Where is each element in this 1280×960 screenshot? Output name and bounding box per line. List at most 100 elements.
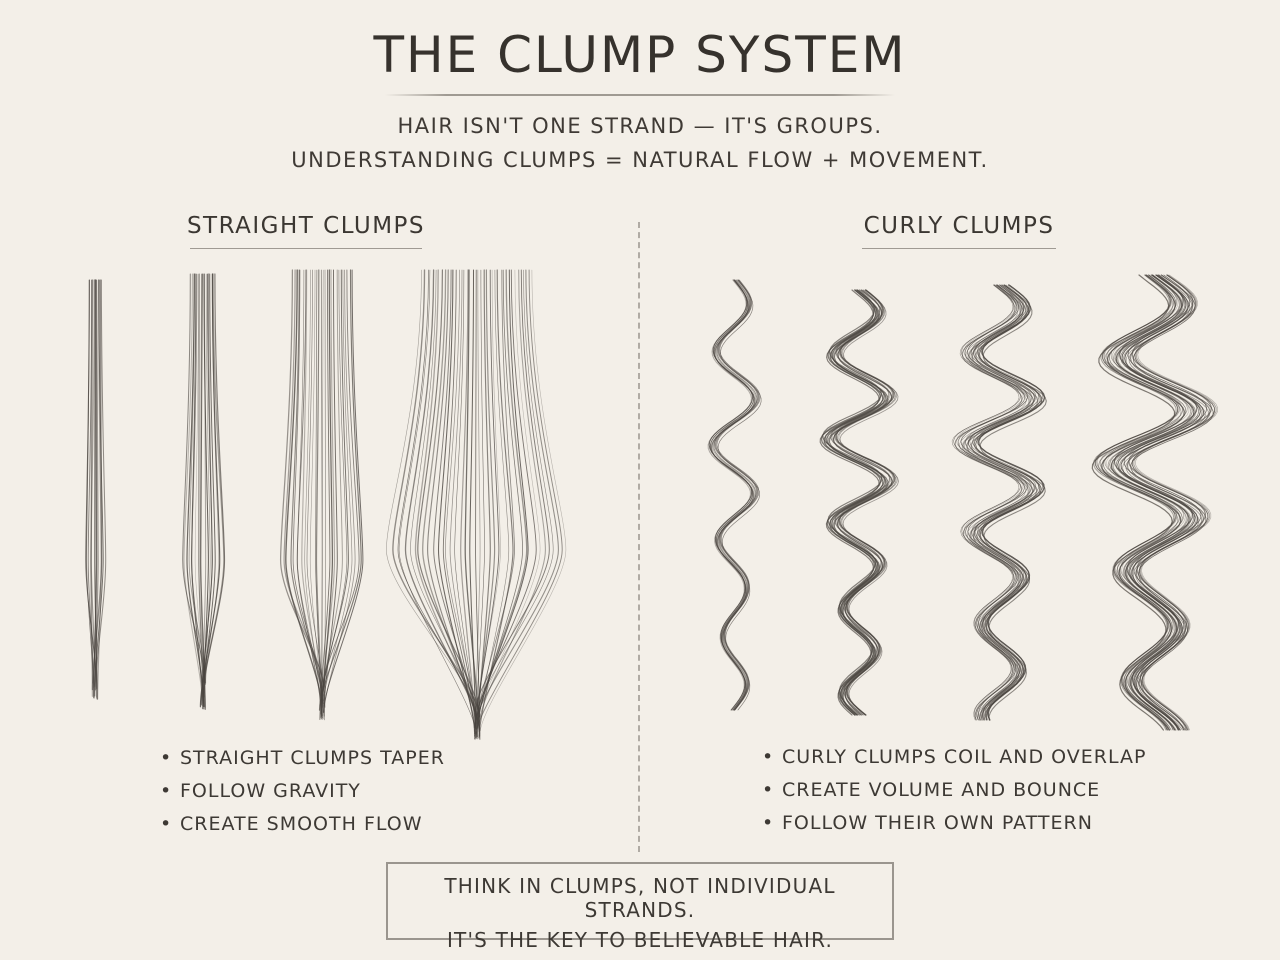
hair-strand xyxy=(437,269,476,735)
hair-strand xyxy=(717,279,762,711)
bullet-icon: • xyxy=(160,747,173,769)
hair-strand xyxy=(1133,274,1217,731)
hair-strand xyxy=(1130,274,1214,731)
curly-clump-2 xyxy=(819,289,899,716)
hair-strand xyxy=(321,269,343,706)
list-item: •FOLLOW THEIR OWN PATTERN xyxy=(762,807,1146,840)
hair-strand xyxy=(322,269,356,720)
tip-box: THINK IN CLUMPS, NOT INDIVIDUAL STRANDS.… xyxy=(386,862,894,952)
hair-strand xyxy=(309,269,323,720)
hair-strand xyxy=(464,269,481,737)
hair-strand xyxy=(392,269,481,718)
hair-strand xyxy=(714,279,759,711)
hair-strand xyxy=(315,269,323,719)
hair-strand xyxy=(422,269,479,729)
hair-strand xyxy=(474,269,481,741)
hair-strand xyxy=(324,269,326,721)
hair-strand xyxy=(301,269,324,713)
hair-strand xyxy=(473,269,559,729)
straight-clump-2 xyxy=(182,273,226,710)
hair-strand xyxy=(1131,274,1216,731)
hair-strand xyxy=(959,284,1027,721)
hair-strand xyxy=(1135,274,1219,731)
hair-strand xyxy=(709,279,755,711)
hair-strand xyxy=(323,269,364,713)
hair-strand xyxy=(1098,274,1182,731)
hair-strand xyxy=(90,279,95,697)
hair-strand xyxy=(839,289,899,716)
hair-strand xyxy=(304,269,321,707)
hair-strand xyxy=(476,269,537,721)
title-underline xyxy=(385,94,895,96)
hair-strand xyxy=(320,269,349,702)
curly-clumps-illustration xyxy=(707,274,1219,731)
bullet-icon: • xyxy=(762,746,775,768)
hair-strand xyxy=(454,269,477,734)
hair-strand xyxy=(1099,274,1184,731)
hair-strand xyxy=(474,269,563,740)
bullet-icon: • xyxy=(762,779,775,801)
straight-clump-4 xyxy=(386,269,567,741)
hair-strand xyxy=(478,269,546,724)
hair-strand xyxy=(296,269,322,715)
list-item: •STRAIGHT CLUMPS TAPER xyxy=(160,742,445,775)
hair-strand xyxy=(837,289,897,716)
hair-strand xyxy=(979,284,1047,721)
hair-strand xyxy=(477,269,554,715)
list-item: •CREATE VOLUME AND BOUNCE xyxy=(762,774,1146,807)
hair-strand xyxy=(319,269,331,720)
hair-strand xyxy=(475,269,481,740)
hair-strand xyxy=(967,284,1036,721)
hair-strand xyxy=(203,273,226,694)
hair-strand xyxy=(479,269,567,735)
hair-strand xyxy=(292,269,324,702)
hair-strand xyxy=(198,273,204,702)
hair-strand xyxy=(386,269,475,713)
subtitle-line-1: HAIR ISN'T ONE STRAND — IT'S GROUPS. xyxy=(397,114,883,138)
hair-strand xyxy=(469,269,477,739)
hair-strand xyxy=(315,269,322,717)
hair-strand xyxy=(94,279,98,700)
hair-strand xyxy=(199,273,221,708)
curly-clump-1 xyxy=(707,279,762,711)
curly-bullet-list: •CURLY CLUMPS COIL AND OVERLAP •CREATE V… xyxy=(762,741,1146,840)
hair-strand xyxy=(473,269,501,732)
bullet-icon: • xyxy=(762,812,775,834)
straight-clumps-heading: STRAIGHT CLUMPS xyxy=(186,213,426,239)
hair-strand xyxy=(460,269,477,740)
hair-strand xyxy=(85,279,98,690)
hair-strand xyxy=(1120,274,1205,731)
curly-clump-3 xyxy=(951,284,1047,721)
hair-strand xyxy=(417,269,481,718)
hair-strand xyxy=(191,273,205,698)
list-item: •CREATE SMOOTH FLOW xyxy=(160,808,445,841)
hair-strand xyxy=(323,269,360,687)
curly-clump-4 xyxy=(1091,274,1219,731)
hair-strand xyxy=(285,269,323,709)
hair-strand xyxy=(445,269,479,729)
hair-strand xyxy=(427,269,476,728)
hair-strand xyxy=(94,279,107,697)
hair-strand xyxy=(188,273,207,684)
tip-line-2: IT'S THE KEY TO BELIEVABLE HAIR. xyxy=(446,928,834,952)
page-title: THE CLUMP SYSTEM xyxy=(373,26,907,84)
hair-strand xyxy=(398,269,478,738)
hair-strand xyxy=(716,279,761,711)
hair-strand xyxy=(1123,274,1207,731)
hair-strand xyxy=(977,284,1046,721)
hair-strand xyxy=(93,279,104,699)
list-item: •CURLY CLUMPS COIL AND OVERLAP xyxy=(762,741,1146,774)
bullet-icon: • xyxy=(160,780,173,802)
hair-strand xyxy=(318,269,362,711)
hair-strand xyxy=(290,269,324,705)
list-item: •FOLLOW GRAVITY xyxy=(160,775,445,808)
hair-strand xyxy=(1096,274,1181,731)
hair-strand xyxy=(1113,274,1198,731)
hair-strand xyxy=(474,269,541,732)
hair-strand xyxy=(201,273,213,695)
hair-strand xyxy=(707,279,753,711)
hair-strand xyxy=(475,269,550,711)
hair-strand xyxy=(475,269,515,727)
hair-strand xyxy=(183,273,204,707)
hair-strand xyxy=(954,284,1023,721)
